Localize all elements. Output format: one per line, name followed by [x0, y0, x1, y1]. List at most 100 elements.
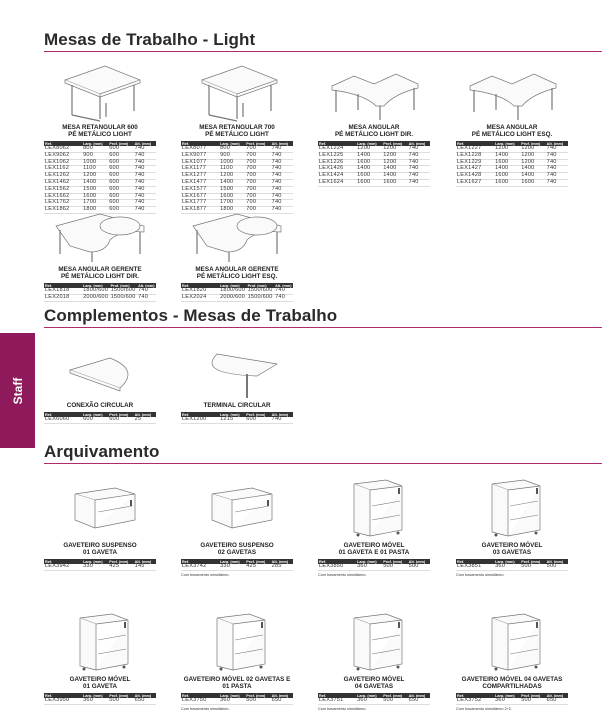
- table-cell: LEX1225: [318, 152, 357, 160]
- table-cell: 1700: [82, 200, 109, 208]
- table-cell: 650: [270, 697, 293, 705]
- table-cell: 600: [108, 206, 134, 214]
- table-cell: 1200: [382, 152, 408, 160]
- column-header: Prof. (mm): [108, 693, 134, 698]
- table-cell: LEX1229: [456, 159, 495, 167]
- table-cell: 740: [133, 172, 156, 180]
- product-name-line: CONEXÃO CIRCULAR: [66, 402, 134, 409]
- corner-desk-icon: [318, 58, 430, 122]
- table-cell: 740: [133, 145, 156, 153]
- column-header: Larg. (mm): [219, 693, 246, 698]
- column-header: Ref.: [181, 283, 220, 288]
- table-cell: LEX1624: [318, 179, 357, 187]
- table-cell: 1400: [494, 166, 521, 174]
- table-cell: 740: [133, 166, 156, 174]
- table-cell: 740: [270, 179, 293, 187]
- table-cell: 1600: [494, 159, 521, 167]
- column-header: Prof. (mm): [109, 283, 138, 288]
- divider: [44, 51, 602, 52]
- column-header: Ref.: [44, 412, 83, 417]
- table-header: Ref.Larg. (mm)Prof. (mm)Alt. (mm): [44, 559, 156, 564]
- table-cell: 25: [133, 416, 156, 424]
- table-cell: 700: [245, 145, 271, 153]
- column-header: Alt. (mm): [137, 283, 156, 288]
- table-cell: 1200: [520, 159, 546, 167]
- table-cell: 1200: [520, 145, 546, 153]
- table-cell: 740: [270, 159, 293, 167]
- mobile-drawer-icon: [318, 612, 430, 674]
- spec-table: Ref.Larg. (mm)Prof. (mm)Alt. (mm)LEX1818…: [44, 283, 156, 302]
- product-name-line: GAVETEIRO MÓVEL 02 GAVETAS E: [183, 676, 291, 683]
- table-cell: 1200: [494, 145, 521, 153]
- table-cell: 360: [82, 697, 109, 705]
- table-cell: 1700: [219, 200, 246, 208]
- column-header: Larg. (mm): [82, 141, 109, 146]
- table-cell: LEX1426: [318, 166, 357, 174]
- table-cell: 1100: [219, 166, 246, 174]
- column-header: Prof. (mm): [245, 412, 271, 417]
- table-cell: LEX3942: [44, 563, 83, 571]
- table-cell: LEX1224: [318, 145, 357, 153]
- table-cell: 740: [407, 145, 430, 153]
- column-header: Larg. (mm): [356, 559, 383, 564]
- table-cell: LEX2024: [181, 294, 220, 302]
- table-cell: 1600: [219, 193, 246, 201]
- suspended-drawer-icon: [181, 478, 293, 540]
- product-name-line: 01 GAVETA: [82, 683, 118, 690]
- table-cell: 1500/600: [246, 293, 275, 302]
- spec-table: Ref.Larg. (mm)Prof. (mm)Alt. (mm)LEX8062…: [44, 141, 156, 214]
- table-cell: 600: [108, 145, 134, 153]
- table-cell: 360: [356, 563, 383, 571]
- section-title-mesas: Mesas de Trabalho - Light: [44, 30, 256, 49]
- table-header: Ref.Larg. (mm)Prof. (mm)Alt. (mm): [181, 412, 293, 417]
- spec-table: Ref.Larg. (mm)Prof. (mm)Alt. (mm)LEX3950…: [44, 693, 156, 705]
- side-tab-staff: Staff: [0, 333, 35, 448]
- table-cell: 330: [219, 563, 246, 571]
- table-cell: LEX1227: [456, 145, 495, 153]
- column-header: Ref.: [44, 141, 83, 146]
- table-cell: 700: [245, 186, 271, 194]
- table-cell: LEX1077: [181, 159, 220, 167]
- product-name-line: MESA RETANGULAR 600: [62, 124, 138, 131]
- table-cell: 1600: [382, 179, 408, 187]
- product-name-line: PÉ METÁLICO LIGHT: [68, 131, 132, 138]
- table-cell: 1800/600: [219, 287, 247, 295]
- column-header: Prof. (mm): [108, 559, 134, 564]
- table-cell: 740: [133, 200, 156, 208]
- spec-table: Ref.Larg. (mm)Prof. (mm)Alt. (mm)LEX3752…: [456, 693, 568, 705]
- suspended-drawer-icon: [44, 478, 156, 540]
- column-header: Prof. (mm): [245, 141, 271, 146]
- table-cell: 1500/600: [109, 287, 138, 295]
- table-cell: LEX3851: [456, 563, 495, 571]
- product-name-line: PÉ METÁLICO LIGHT ESQ.: [471, 131, 553, 138]
- table-cell: LEX1562: [44, 186, 83, 194]
- table-cell: 1500: [82, 186, 109, 194]
- mobile-drawer-icon: [181, 612, 293, 674]
- column-header: Alt. (mm): [270, 693, 293, 698]
- product-name-line: GAVETEIRO MÓVEL 04 GAVETAS: [461, 676, 563, 683]
- product-name-line: 01 GAVETA E 01 PASTA: [338, 549, 410, 556]
- spec-table: Ref.Larg. (mm)Prof. (mm)Alt. (mm)LEX3942…: [44, 559, 156, 571]
- table-cell: 1100: [82, 166, 109, 174]
- column-header: Alt. (mm): [407, 693, 430, 698]
